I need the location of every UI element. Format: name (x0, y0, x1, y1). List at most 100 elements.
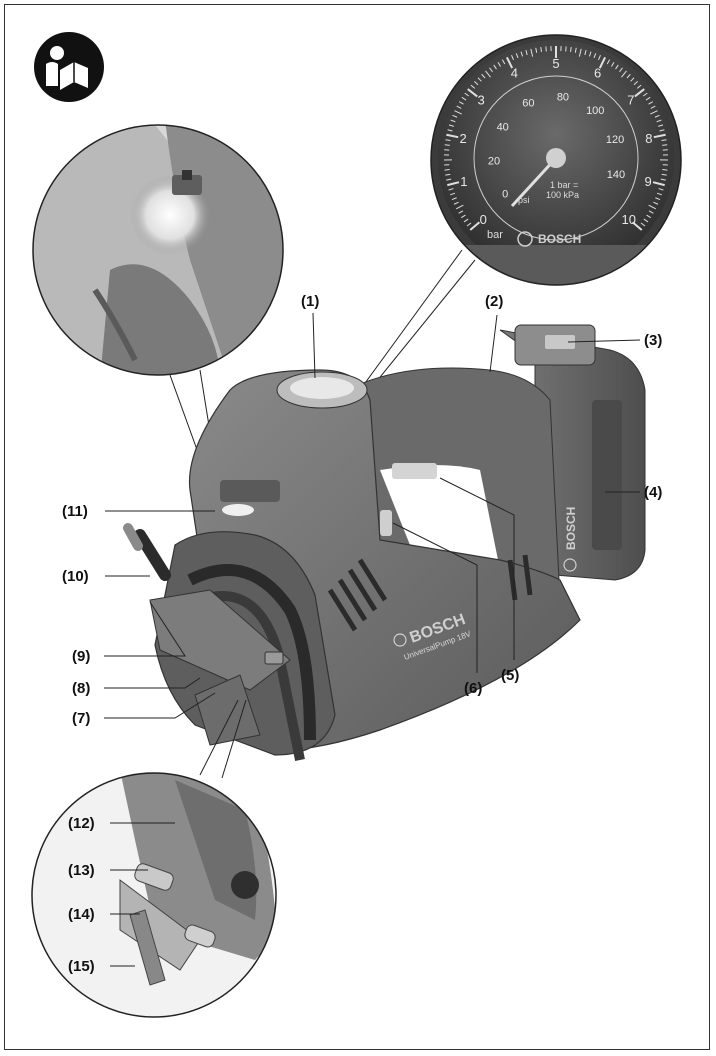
gauge-tick (626, 73, 631, 79)
gauge-tick (636, 84, 642, 89)
gauge-tick (648, 210, 654, 214)
gauge-tick (659, 129, 665, 132)
hose-clip (129, 909, 166, 986)
gauge-conversion-line2: 100 kPa (546, 190, 579, 200)
gauge-tick (606, 59, 611, 65)
accessory-detail-circle (31, 772, 277, 1018)
presta-adapter (184, 924, 216, 948)
gauge-tick (574, 47, 577, 53)
gauge-psi-tick-label: 40 (497, 121, 509, 133)
gauge-tick (630, 77, 635, 82)
page-border (4, 4, 710, 1050)
gauge-bar-tick-label: 7 (627, 93, 634, 108)
gauge-tick (588, 51, 592, 57)
gauge-tick (466, 222, 472, 227)
gauge-tick (453, 201, 459, 205)
label-8: (8) (72, 680, 90, 697)
gauge-tick (525, 49, 528, 56)
label-5: (5) (501, 667, 519, 684)
label-3: (3) (644, 332, 662, 349)
gauge-tick (445, 173, 451, 176)
gauge-psi-tick-label: 80 (557, 91, 569, 103)
gauge-tick (615, 64, 619, 70)
gauge-psi-tick-label: 100 (586, 105, 604, 117)
gauge-tick (643, 218, 649, 223)
gauge-tick (448, 188, 454, 191)
gauge-tick (611, 61, 615, 67)
gauge-tick (506, 56, 514, 69)
label-13: (13) (68, 862, 95, 879)
label-7: (7) (72, 710, 90, 727)
gauge-tick (598, 55, 601, 60)
gauge-tick (653, 133, 666, 139)
gauge-bar-tick-label: 0 (480, 212, 487, 227)
gauge-tick (520, 51, 524, 57)
gauge-tick (461, 96, 467, 101)
gauge-bar-tick-label: 10 (622, 212, 636, 227)
gauge-tick (648, 204, 657, 210)
gauge-tick (446, 133, 459, 139)
gauge-tick (530, 48, 534, 57)
gauge-tick (578, 48, 582, 57)
gauge-tick (450, 119, 456, 123)
gauge-psi-tick-label: 20 (488, 155, 500, 167)
on-off-button (392, 463, 437, 479)
gauge-bar-tick-label: 8 (645, 131, 652, 146)
gauge-tick (454, 110, 462, 115)
mode-button (380, 510, 392, 536)
leader-lines (104, 312, 641, 967)
gauge-tick (658, 124, 664, 127)
label-1: (1) (301, 293, 319, 310)
gauge-tick (455, 204, 464, 210)
gauge-tick (497, 61, 501, 67)
gauge-tick (642, 92, 648, 97)
gauge-tick (650, 110, 658, 115)
label-11: (11) (62, 503, 88, 520)
gauge-conversion-line1: 1 bar = (550, 180, 578, 190)
label-2: (2) (485, 293, 503, 310)
battery-brand: BOSCH (564, 507, 578, 550)
gauge-tick (493, 64, 497, 70)
label-4: (4) (644, 484, 662, 501)
gauge-needle (510, 156, 558, 208)
gauge-tick (660, 178, 666, 181)
gauge-tick (470, 84, 476, 89)
gauge-bar-tick-label: 3 (478, 93, 485, 108)
gauge-tick (661, 139, 667, 142)
gauge-tick (474, 80, 479, 86)
valve-adapter (123, 523, 143, 551)
gauge-bar-tick-label: 2 (459, 131, 466, 146)
gauge-bar-tick-label: 1 (460, 174, 467, 189)
gauge-tick (540, 46, 542, 53)
gauge-tick (501, 59, 506, 65)
gauge-tick (662, 169, 668, 171)
gauge-tick (661, 173, 667, 176)
gauge-tick (662, 144, 668, 146)
gauge-bar-tick-label: 4 (511, 66, 518, 81)
gauge-tick (646, 214, 652, 219)
gauge-tick (469, 221, 481, 231)
read-manual-icon (34, 32, 104, 102)
lid (149, 589, 291, 691)
gauge-tick (451, 197, 457, 201)
gauge-tick (485, 70, 491, 78)
gauge-bar-tick-label: 6 (594, 66, 601, 81)
gauge-tick (448, 124, 454, 127)
label-15: (15) (68, 958, 95, 975)
gauge-tick (619, 67, 623, 73)
gauge-tick (650, 105, 656, 109)
gauge-tick (653, 201, 659, 205)
gauge-tick (593, 53, 597, 59)
gauge-tick (645, 96, 651, 101)
label-9: (9) (72, 648, 90, 665)
gauge-tick (447, 181, 460, 187)
gauge-tick (656, 119, 662, 123)
gauge-tick (658, 188, 664, 191)
pump-device: BOSCH BOSCH UniversalPump 18V (123, 324, 646, 761)
gauge-psi-tick-label: 120 (606, 134, 624, 146)
gauge-psi-tick-label: 60 (522, 97, 534, 109)
battery-release-button (545, 335, 575, 349)
label-12: (12) (68, 815, 95, 832)
gauge-unit-bar: bar (487, 229, 503, 241)
